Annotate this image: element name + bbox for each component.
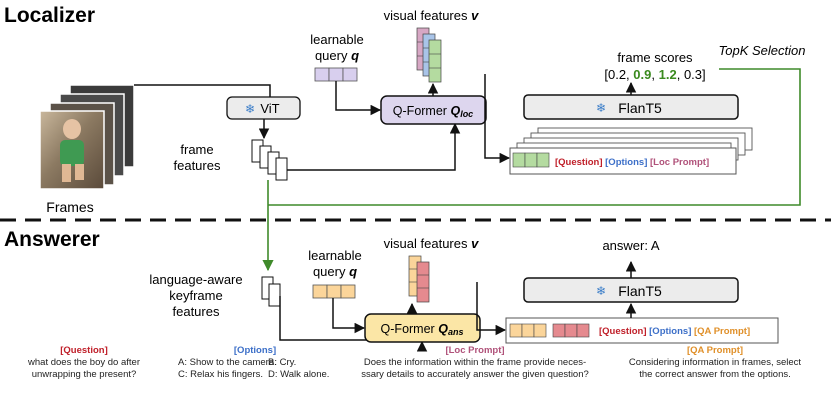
loc-visual-features-stack	[416, 27, 442, 83]
loc-query-tokens	[314, 67, 358, 82]
keyframe-features-stack	[261, 276, 281, 307]
features-to-qformer-loc-line	[287, 122, 461, 171]
question-caption: [Question] what does the boy do after un…	[14, 345, 154, 381]
qa-prompt-caption-heading: [QA Prompt]	[686, 345, 744, 356]
loc-query-label-2: query q	[315, 48, 359, 63]
frame-features-stack	[251, 139, 288, 181]
ans-query-to-qformer-line	[332, 298, 366, 334]
answer-label: answer: A	[602, 238, 659, 253]
option-b: B: Cry.	[268, 357, 297, 368]
loc-prompt-caption-line1: Does the information within the frame pr…	[363, 357, 587, 368]
option-a: A: Show to the camera.	[178, 357, 277, 368]
loc-prompt-cards: [Question] [Options] [Loc Prompt]	[509, 127, 753, 175]
ans-visual-features-label: visual features v	[384, 236, 479, 251]
flant5-ans-block: ❄ FlanT5	[523, 277, 739, 303]
qa-prompt-caption-line2: the correct answer from the options.	[639, 369, 791, 380]
topk-selection-label: TopK Selection	[719, 43, 806, 58]
svg-text:[Question] [Options] [QA Promp: [Question] [Options] [QA Prompt]	[599, 326, 750, 337]
qformer-loc-block: Q-Former Qloc	[380, 95, 487, 125]
flant5-loc-block: ❄ FlanT5	[523, 94, 739, 120]
svg-text:Q-Former Qloc: Q-Former Qloc	[393, 104, 473, 119]
snowflake-icon: ❄	[596, 284, 606, 298]
flant5-ans-label: FlanT5	[618, 283, 662, 299]
frame-features-label-2: features	[174, 158, 221, 173]
ans-query-tokens	[312, 284, 356, 299]
question-caption-line2: unwrapping the present?	[31, 369, 137, 380]
question-caption-line1: what does the boy do after	[28, 357, 140, 368]
flant5-loc-label: FlanT5	[618, 100, 662, 116]
snowflake-icon: ❄	[245, 102, 255, 116]
visual-to-loc-prompt-line	[484, 74, 511, 164]
loc-query-to-qformer-line	[335, 81, 382, 116]
qa-prompt-caption-line1: Considering information in frames, selec…	[628, 357, 802, 368]
ans-visual-features-stack	[408, 255, 430, 303]
loc-query-label-1: learnable	[310, 32, 364, 47]
qformer-ans-block: Q-Former Qans	[364, 313, 481, 343]
frame-scores-label: frame scores	[617, 50, 693, 65]
loc-prompt-caption-line2: ssary details to accurately answer the g…	[361, 369, 589, 380]
frame-scores-values: [0.2, 0.9, 1.2, 0.3]	[604, 67, 705, 82]
loc-prompt-caption: [Loc Prompt] Does the information within…	[350, 345, 600, 381]
ans-query-label-1: learnable	[308, 248, 362, 263]
option-c: C: Relax his fingers.	[178, 369, 264, 380]
options-caption-heading: [Options]	[233, 345, 277, 356]
topk-selection-path	[268, 68, 801, 206]
frames-to-vit-line	[134, 84, 271, 97]
keyframe-label-2: keyframe	[169, 288, 222, 303]
frames-label: Frames	[46, 199, 93, 215]
question-caption-heading: [Question]	[60, 345, 108, 356]
vit-block: ❄ ViT	[226, 96, 301, 120]
ans-query-label-2: query q	[313, 264, 357, 279]
keyframe-label-1: language-aware	[149, 272, 242, 287]
loc-visual-features-label: visual features v	[384, 8, 479, 23]
option-d: D: Walk alone.	[268, 369, 330, 380]
qa-prompt-caption: [QA Prompt] Considering information in f…	[605, 345, 825, 381]
loc-prompt-caption-heading: [Loc Prompt]	[445, 345, 505, 356]
frame-features-label-1: frame	[180, 142, 213, 157]
visual-to-qa-prompt-line	[476, 282, 507, 336]
answerer-title: Answerer	[4, 228, 100, 251]
svg-text:[Question] [Options] [Loc Prom: [Question] [Options] [Loc Prompt]	[555, 157, 709, 168]
keyframe-label-3: features	[173, 304, 220, 319]
svg-text:Q-Former Qans: Q-Former Qans	[381, 322, 464, 337]
localizer-title: Localizer	[4, 4, 95, 27]
qa-prompt-card: [Question] [Options] [QA Prompt]	[505, 317, 779, 344]
snowflake-icon: ❄	[596, 101, 606, 115]
vit-label: ViT	[260, 101, 279, 116]
frames-stack	[39, 84, 135, 190]
